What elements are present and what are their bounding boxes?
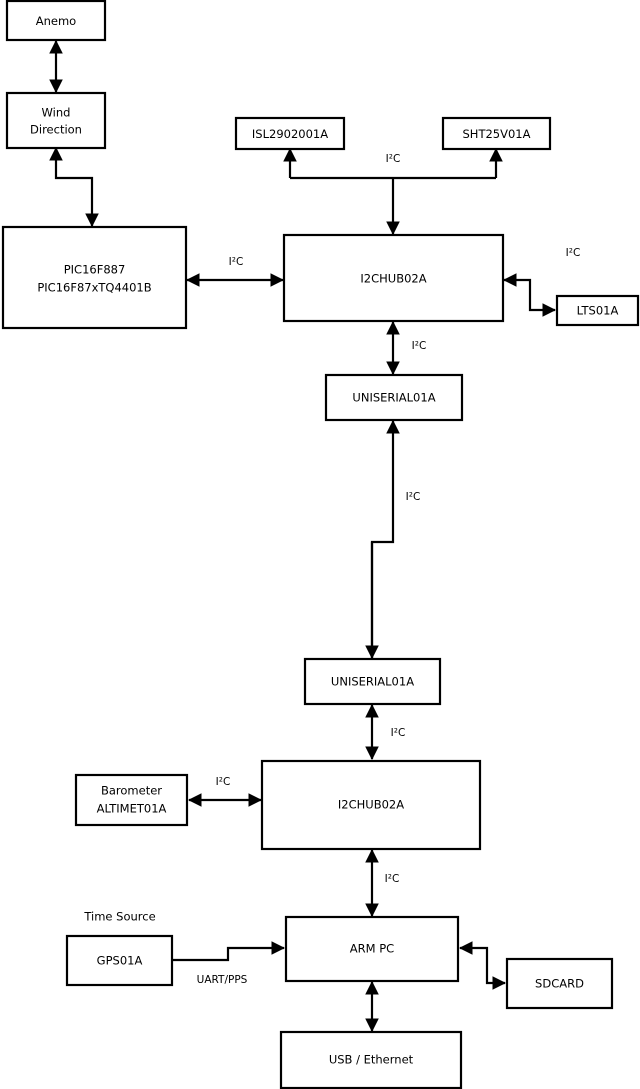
edge-label-pic-hub-top: I²C bbox=[229, 256, 244, 268]
node-anemo[interactable]: Anemo bbox=[5, 0, 107, 42]
node-isl2902001a-label: ISL2902001A bbox=[252, 127, 328, 141]
node-uniserial01a-bottom-box[interactable] bbox=[303, 657, 442, 706]
node-arm-pc-box[interactable] bbox=[284, 915, 460, 983]
node-uniserial01a-top-box[interactable] bbox=[324, 373, 464, 422]
node-isl2902001a[interactable]: ISL2902001A bbox=[234, 116, 346, 151]
node-lts01a-box[interactable] bbox=[555, 294, 640, 327]
node-uniserial01a-top[interactable]: UNISERIAL01A bbox=[324, 373, 464, 422]
node-barometer-label-line2: ALTIMET01A bbox=[97, 802, 167, 816]
edge-wind-direction-pic bbox=[49, 146, 99, 228]
node-wind-direction-label-line1: Wind bbox=[42, 106, 71, 120]
node-i2chub02a-top-label: I2CHUB02A bbox=[360, 272, 426, 286]
node-arm-pc-label: ARM PC bbox=[350, 942, 394, 956]
node-isl2902001a-box[interactable] bbox=[234, 116, 346, 151]
node-barometer-label-line1: Barometer bbox=[101, 784, 162, 798]
node-uniserial01a-bottom-label: UNISERIAL01A bbox=[331, 675, 414, 689]
node-sht25v01a[interactable]: SHT25V01A bbox=[441, 116, 552, 151]
node-pic-label-line1: PIC16F887 bbox=[64, 263, 126, 277]
node-arm-pc[interactable]: ARM PC bbox=[284, 915, 460, 983]
node-gps01a-box[interactable] bbox=[65, 934, 174, 987]
node-lts01a-label: LTS01A bbox=[577, 304, 619, 318]
node-gps01a-label: GPS01A bbox=[97, 954, 143, 968]
node-uniserial01a-top-label: UNISERIAL01A bbox=[352, 391, 435, 405]
node-barometer[interactable]: Barometer ALTIMET01A bbox=[74, 773, 189, 827]
edge-label-gps-arm-pc: UART/PPS bbox=[197, 974, 248, 986]
node-sht25v01a-box[interactable] bbox=[441, 116, 552, 151]
node-usb-ethernet-label: USB / Ethernet bbox=[329, 1053, 414, 1067]
edge-gps-arm-pc bbox=[172, 941, 286, 962]
node-i2chub02a-top[interactable]: I2CHUB02A bbox=[282, 233, 505, 323]
node-wind-direction[interactable]: Wind Direction bbox=[5, 91, 107, 150]
time-source-label: Time Source bbox=[83, 910, 155, 924]
edge-hub-top-lts bbox=[502, 273, 557, 317]
node-sdcard-label: SDCARD bbox=[535, 977, 584, 991]
edge-label-uniserial-bottom-hub-bottom: I²C bbox=[391, 727, 406, 739]
edge-uniserial-link-up bbox=[370, 419, 400, 658]
node-sht25v01a-label: SHT25V01A bbox=[463, 127, 531, 141]
node-anemo-box[interactable] bbox=[5, 0, 107, 42]
node-i2chub02a-top-box[interactable] bbox=[282, 233, 505, 323]
node-lts01a[interactable]: LTS01A bbox=[555, 294, 640, 327]
node-i2chub02a-bottom-label: I2CHUB02A bbox=[338, 798, 404, 812]
edge-label-barometer-hub-bottom: I²C bbox=[216, 776, 231, 788]
node-usb-ethernet-box[interactable] bbox=[279, 1030, 463, 1089]
node-wind-direction-label-line2: Direction bbox=[30, 123, 82, 137]
node-pic-box[interactable] bbox=[1, 225, 188, 330]
node-wind-direction-box[interactable] bbox=[5, 91, 107, 150]
node-sdcard[interactable]: SDCARD bbox=[505, 957, 614, 1010]
node-pic[interactable]: PIC16F887 PIC16F87xTQ4401B bbox=[1, 225, 188, 330]
node-pic-label-line2: PIC16F87xTQ4401B bbox=[37, 281, 151, 295]
edge-label-hub-top-sensors: I²C bbox=[386, 153, 401, 165]
node-uniserial01a-bottom[interactable]: UNISERIAL01A bbox=[303, 657, 442, 706]
node-i2chub02a-bottom[interactable]: I2CHUB02A bbox=[260, 759, 482, 851]
edge-label-hub-top-lts: I²C bbox=[566, 247, 581, 259]
edge-label-uniserial-link: I²C bbox=[406, 491, 421, 503]
node-sdcard-box[interactable] bbox=[505, 957, 614, 1010]
node-i2chub02a-bottom-box[interactable] bbox=[260, 759, 482, 851]
node-usb-ethernet[interactable]: USB / Ethernet bbox=[279, 1030, 463, 1089]
edge-label-hub-top-uniserial-top: I²C bbox=[412, 340, 427, 352]
node-gps01a[interactable]: GPS01A bbox=[65, 934, 174, 987]
node-anemo-label: Anemo bbox=[36, 14, 76, 28]
edge-label-hub-bottom-arm-pc: I²C bbox=[385, 873, 400, 885]
node-barometer-box[interactable] bbox=[74, 773, 189, 827]
edge-arm-pc-sdcard bbox=[458, 941, 507, 990]
